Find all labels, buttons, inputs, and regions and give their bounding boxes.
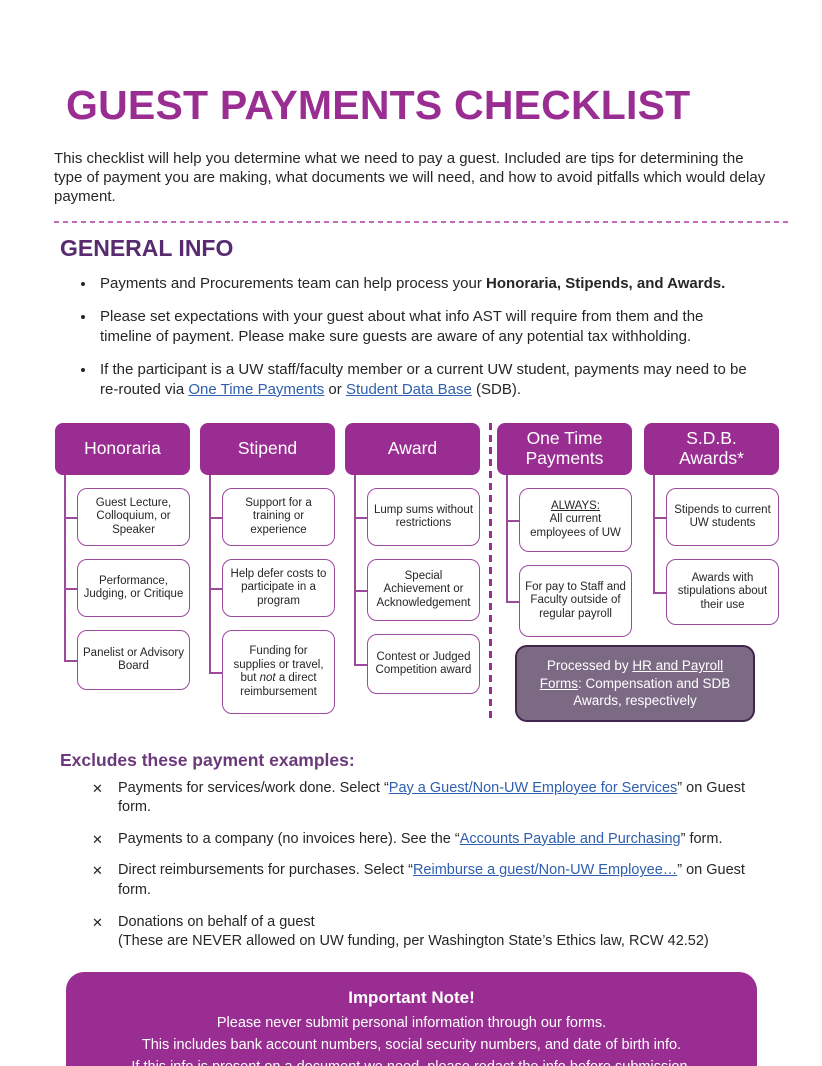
column-header-stipend: Stipend [200, 423, 335, 476]
important-note-line: This includes bank account numbers, soci… [141, 1036, 682, 1053]
chart-node: Awards with stipulations about their use [653, 559, 779, 626]
chart-right-columns: One Time Payments ALWAYS:All current emp… [497, 423, 779, 638]
general-info-heading: GENERAL INFO [60, 234, 234, 261]
excludes-item: ✕ Payments to a company (no invoices her… [92, 830, 782, 850]
payment-types-chart: Honoraria Guest Lecture, Colloquium, or … [55, 423, 822, 722]
general-info-bullet: If the participant is a UW staff/faculty… [96, 360, 758, 399]
node-text: Special Achievement or Acknowledgement [376, 569, 471, 609]
general-info-bullet: Please set expectations with your guest … [96, 307, 758, 346]
pay-a-guest-link[interactable]: Pay a Guest/Non-UW Employee for Services [388, 779, 678, 796]
chart-node: Stipends to current UW students [653, 488, 779, 547]
node-text: Support for a training or experience [245, 496, 312, 536]
hr-payroll-forms-link[interactable]: HR and Payroll Forms [539, 658, 724, 691]
excludes-item: ✕ Donations on behalf of a guest(These a… [92, 913, 782, 952]
excludes-text: Direct reimbursements for purchases. Sel… [118, 862, 745, 898]
node-text: For pay to Staff and Faculty outside of … [525, 580, 626, 620]
important-note-title: Important Note! [348, 987, 475, 1007]
chart-node: Panelist or Advisory Board [64, 630, 190, 691]
processed-by-note: Processed by HR and Payroll Forms: Compe… [515, 645, 755, 722]
excludes-item: ✕ Payments for services/work done. Selec… [92, 779, 782, 818]
general-info-bullet: Payments and Procurements team can help … [96, 274, 758, 294]
x-mark-icon: ✕ [92, 863, 103, 879]
connector-line [354, 475, 356, 665]
important-note-line: If this info is present on a document we… [88, 1057, 735, 1066]
chart-column-sdb-awards: S.D.B. Awards* Stipends to current UW st… [644, 423, 779, 637]
chart-column-award: Award Lump sums without restrictions Spe… [345, 423, 480, 714]
bullet-text: or [324, 380, 346, 398]
chart-node: Lump sums without restrictions [354, 488, 480, 547]
x-mark-icon: ✕ [92, 914, 103, 930]
page-title: GUEST PAYMENTS CHECKLIST [66, 82, 691, 128]
accounts-payable-link[interactable]: Accounts Payable and Purchasing [459, 830, 681, 847]
node-text: Guest Lecture, Colloquium, or Speaker [95, 496, 172, 536]
processed-text: Processed by [546, 658, 633, 674]
reimburse-guest-link[interactable]: Reimburse a guest/Non-UW Employee… [412, 862, 678, 879]
node-text: Performance, Judging, or Critique [83, 574, 184, 601]
bullet-text: Payments and Procurements team can help … [100, 274, 487, 292]
chart-node: Special Achievement or Acknowledgement [354, 559, 480, 622]
bullet-text: Please set expectations with your guest … [100, 308, 704, 345]
chart-column-stipend: Stipend Support for a training or experi… [200, 423, 335, 715]
connector-line [653, 475, 655, 593]
node-text: Lump sums without restrictions [373, 503, 474, 530]
node-text: Funding for supplies or travel, but not … [233, 644, 324, 698]
bullet-text: (SDB). [471, 380, 522, 398]
connector-line [209, 475, 211, 673]
chart-node: For pay to Staff and Faculty outside of … [506, 565, 632, 638]
student-data-base-link[interactable]: Student Data Base [345, 380, 472, 398]
chart-right-group: One Time Payments ALWAYS:All current emp… [497, 423, 779, 722]
general-info-list: Payments and Procurements team can help … [96, 274, 758, 400]
one-time-payments-link[interactable]: One Time Payments [188, 380, 325, 398]
node-text: Panelist or Advisory Board [83, 646, 184, 673]
excludes-text: Donations on behalf of a guest(These are… [118, 913, 709, 950]
dashed-vertical-divider [489, 423, 492, 720]
bullet-bold-text: Honoraria, Stipends, and Awards. [486, 274, 726, 292]
chart-column-one-time-payments: One Time Payments ALWAYS:All current emp… [497, 423, 632, 638]
chart-left-group: Honoraria Guest Lecture, Colloquium, or … [55, 423, 480, 715]
chart-column-honoraria: Honoraria Guest Lecture, Colloquium, or … [55, 423, 190, 714]
column-header-award: Award [345, 423, 480, 476]
column-header-one-time-payments: One Time Payments [497, 423, 632, 476]
excludes-text: Payments to a company (no invoices here)… [118, 830, 723, 847]
intro-paragraph: This checklist will help you determine w… [54, 150, 766, 206]
important-note-line: Please never submit personal information… [216, 1015, 607, 1032]
chart-node: Support for a training or experience [209, 488, 335, 547]
connector-line [506, 475, 508, 602]
column-header-sdb-awards: S.D.B. Awards* [644, 423, 779, 476]
chart-node: ALWAYS:All current employees of UW [506, 488, 632, 553]
excludes-text: Payments for services/work done. Select … [118, 779, 745, 816]
column-header-honoraria: Honoraria [55, 423, 190, 476]
important-note-box: Important Note! Please never submit pers… [66, 971, 757, 1066]
dashed-divider [54, 220, 790, 223]
node-text: Contest or Judged Competition award [375, 650, 472, 677]
chart-node: Funding for supplies or travel, but not … [209, 630, 335, 715]
bullet-text: If the participant is a UW staff/faculty… [100, 361, 747, 398]
node-text: Help defer costs to participate in a pro… [230, 567, 327, 607]
chart-node: Help defer costs to participate in a pro… [209, 559, 335, 618]
chart-node: Guest Lecture, Colloquium, or Speaker [64, 488, 190, 547]
excludes-heading: Excludes these payment examples: [60, 749, 355, 770]
connector-line [64, 475, 66, 661]
chart-node: Contest or Judged Competition award [354, 634, 480, 695]
x-mark-icon: ✕ [92, 780, 103, 796]
node-text: Stipends to current UW students [674, 503, 771, 530]
node-text: ALWAYS:All current employees of UW [530, 499, 621, 539]
x-mark-icon: ✕ [92, 831, 103, 847]
node-text: Awards with stipulations about their use [677, 571, 768, 611]
processed-text: : Compensation and SDB Awards, respectiv… [573, 675, 731, 709]
chart-node: Performance, Judging, or Critique [64, 559, 190, 618]
excludes-item: ✕ Direct reimbursements for purchases. S… [92, 861, 782, 900]
